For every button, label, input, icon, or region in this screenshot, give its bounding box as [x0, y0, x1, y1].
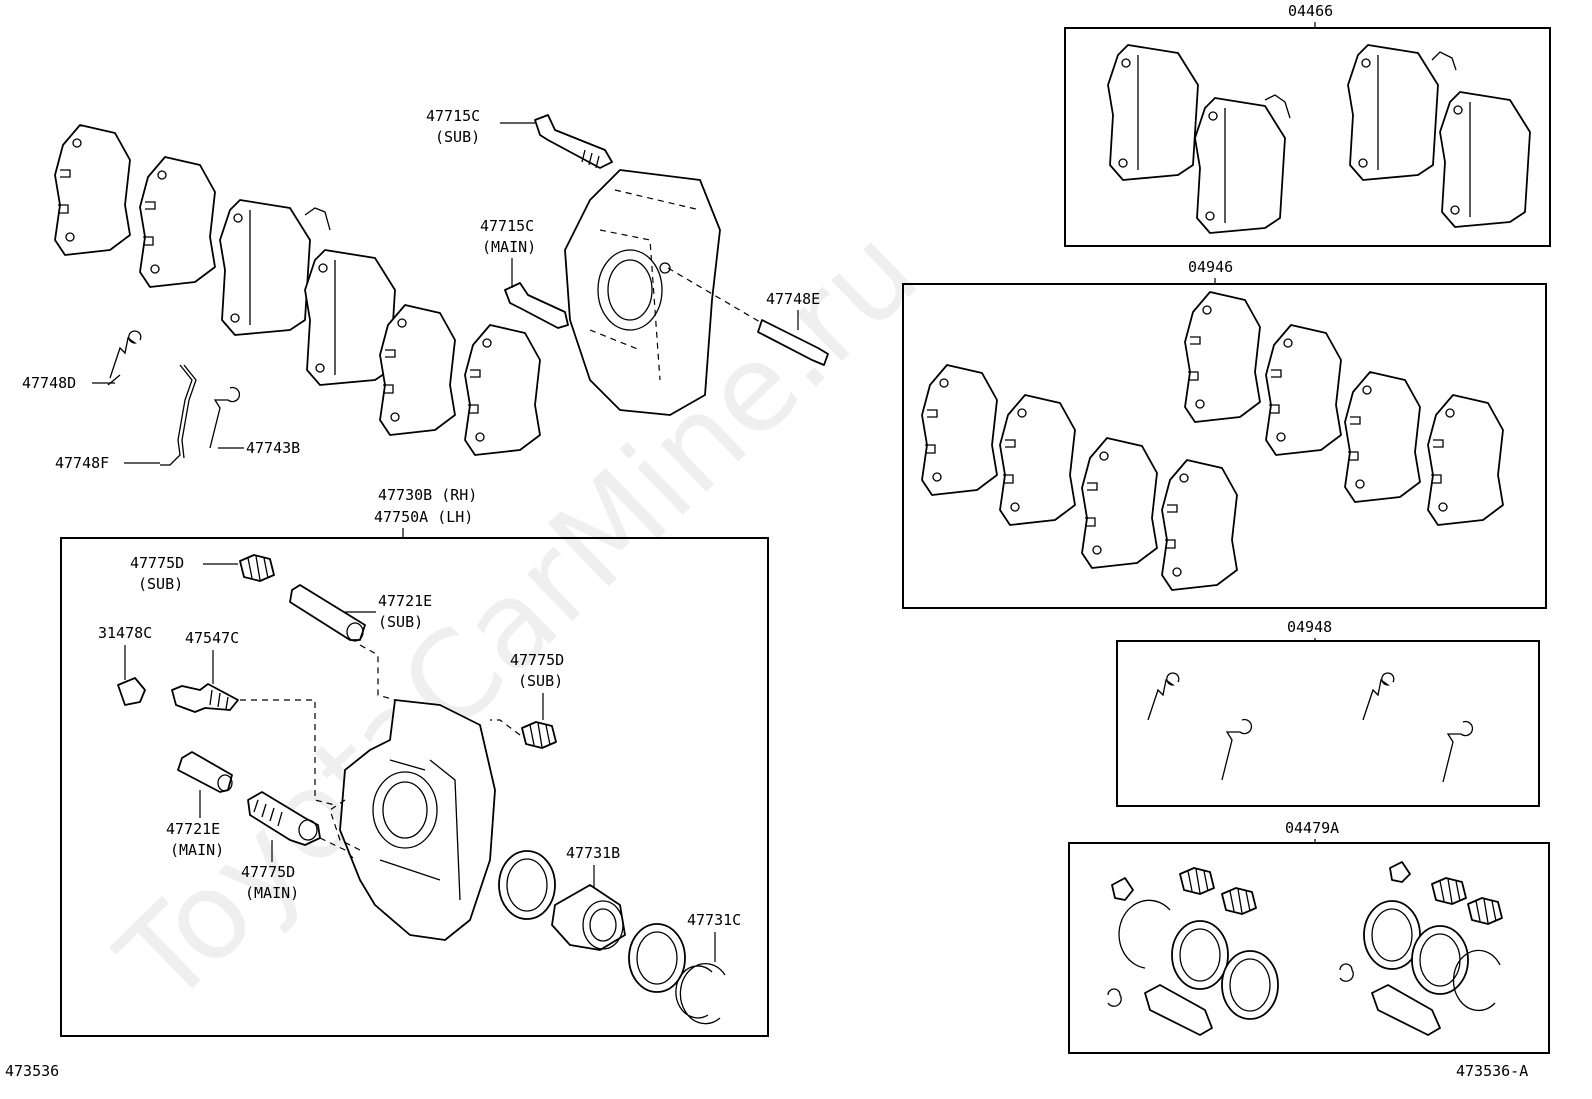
- label-47731C: 47731C: [687, 911, 741, 929]
- kit-04946-shim-5: [1184, 291, 1261, 423]
- label-47721E-main: 47721E: [166, 820, 220, 838]
- label-47547C: 47547C: [185, 629, 239, 647]
- caliper-bracket: [564, 169, 721, 416]
- label-04946: 04946: [1188, 258, 1233, 276]
- label-47715C-main-note: (MAIN): [482, 238, 536, 256]
- pin-47721E-sub: [289, 584, 366, 642]
- brake-pad-1: [219, 199, 331, 336]
- label-47775D-sub-1-note: (SUB): [138, 575, 183, 593]
- boot-47775D-sub-1: [239, 554, 275, 582]
- label-47743B: 47743B: [246, 439, 300, 457]
- label-47750A: 47750A (LH): [374, 508, 473, 526]
- kit-04466-pad-4: [1439, 91, 1531, 228]
- label-47775D-sub-1: 47775D: [130, 554, 184, 572]
- label-47730B: 47730B (RH): [378, 486, 477, 504]
- kit-04946-box: [902, 283, 1547, 609]
- pin-47721E-main: [177, 751, 233, 793]
- kit-04948-clip-4: [1442, 720, 1474, 783]
- label-47775D-sub-2: 47775D: [510, 651, 564, 669]
- kit-04946-shim-7: [1344, 371, 1421, 503]
- clip-47743B: [209, 386, 241, 449]
- kit-04466-box: [1064, 27, 1551, 247]
- kit-04946-shim-3: [1081, 437, 1158, 569]
- caliper-body: [329, 699, 496, 941]
- boot-47775D-sub-2: [521, 721, 557, 749]
- kit-04946-shim-1: [921, 364, 998, 496]
- label-47731B: 47731B: [566, 844, 620, 862]
- kit-04948-clip-2: [1221, 718, 1253, 781]
- label-47775D-main-note: (MAIN): [245, 884, 299, 902]
- kit-04946-shim-2: [999, 394, 1076, 526]
- label-47748D: 47748D: [22, 374, 76, 392]
- piston-47731B: [551, 884, 626, 951]
- shim-outer-1: [54, 124, 131, 256]
- label-31478C: 31478C: [98, 624, 152, 642]
- label-47775D-sub-2-note: (SUB): [518, 672, 563, 690]
- kit-04948-clip-3: [1362, 672, 1395, 721]
- kit-04479A-box: [1068, 842, 1550, 1054]
- kit-04946-shim-6: [1265, 324, 1342, 456]
- bolt-47715C-sub: [534, 114, 613, 169]
- label-47715C-sub: 47715C: [426, 107, 480, 125]
- label-47715C-sub-note: (SUB): [435, 128, 480, 146]
- clip-47748D: [107, 330, 142, 386]
- piston-seal-ring: [498, 850, 556, 920]
- kit-04948-clip-1: [1147, 672, 1180, 721]
- diagram-id-right: 473536-A: [1456, 1062, 1528, 1080]
- label-04466: 04466: [1288, 2, 1333, 20]
- bleeder-47547C: [171, 683, 239, 713]
- piston-boot: [628, 923, 686, 993]
- kit-04466-pad-2: [1194, 94, 1291, 234]
- spring-47748F: [160, 364, 197, 466]
- kit-04466-pad-3: [1347, 44, 1457, 181]
- kit-04466-pad-1: [1107, 44, 1199, 181]
- kit-04946-shim-4: [1161, 459, 1238, 591]
- shim-inner-1: [139, 156, 216, 288]
- kit-04946-shim-8: [1427, 394, 1504, 526]
- label-47775D-main: 47775D: [241, 863, 295, 881]
- label-47721E-sub: 47721E: [378, 592, 432, 610]
- diagram-id-left: 473536: [5, 1062, 59, 1080]
- kit-04948-box: [1116, 640, 1540, 807]
- shim-inner-2: [379, 304, 456, 436]
- label-04948: 04948: [1287, 618, 1332, 636]
- label-47721E-main-note: (MAIN): [170, 841, 224, 859]
- shim-outer-2: [464, 324, 541, 456]
- label-47721E-sub-note: (SUB): [378, 613, 423, 631]
- label-47748E: 47748E: [766, 290, 820, 308]
- bolt-47715C-main: [504, 282, 569, 329]
- label-04479A: 04479A: [1285, 819, 1339, 837]
- caliper-assembly-box: [60, 537, 769, 1037]
- kit-04479A-right-set: [1339, 861, 1503, 1036]
- cap-31478C: [117, 677, 146, 706]
- label-47748F: 47748F: [55, 454, 109, 472]
- kit-04479A-left-set: [1107, 867, 1279, 1036]
- label-47715C-main: 47715C: [480, 217, 534, 235]
- snap-ring-47731C: [675, 962, 726, 1025]
- pin-47748E: [757, 319, 829, 366]
